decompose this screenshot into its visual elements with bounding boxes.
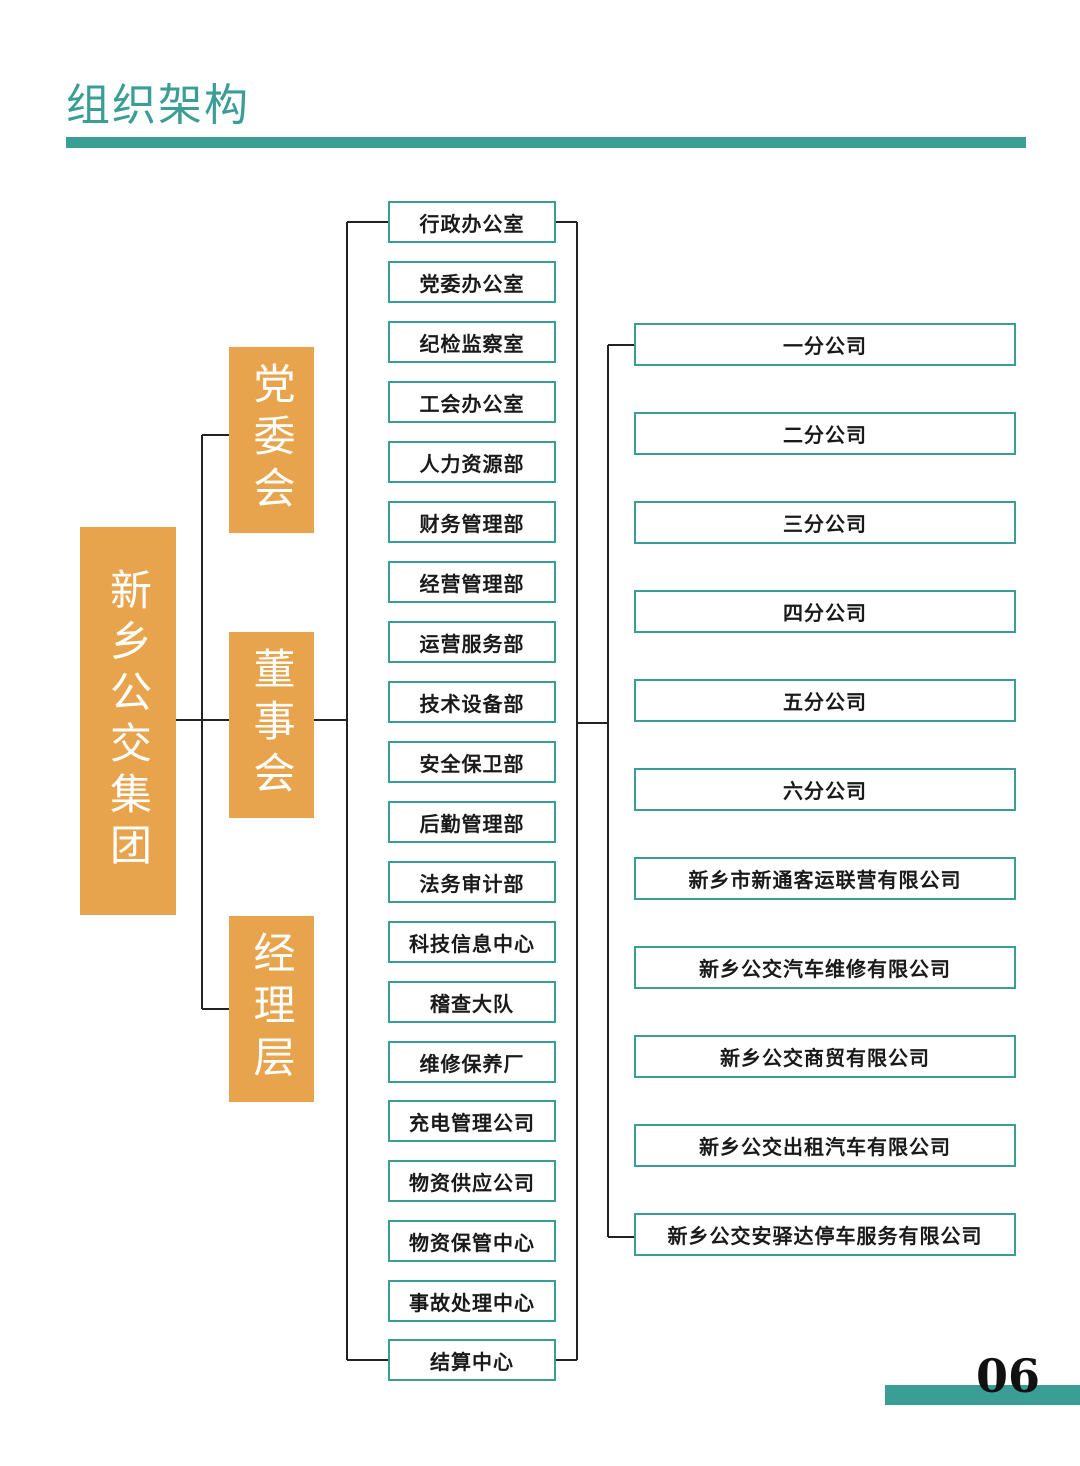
subsidiary-box: 新乡公交出租汽车有限公司 — [634, 1124, 1016, 1167]
department-box: 人力资源部 — [388, 441, 556, 483]
department-box: 行政办公室 — [388, 201, 556, 243]
department-box: 经营管理部 — [388, 561, 556, 603]
department-box: 维修保养厂 — [388, 1041, 556, 1083]
subsidiary-box: 一分公司 — [634, 323, 1016, 366]
department-box: 工会办公室 — [388, 381, 556, 423]
page-title: 组织架构 — [66, 80, 250, 131]
page-number: 06 — [976, 1349, 1041, 1403]
subsidiary-box: 新乡公交安驿达停车服务有限公司 — [634, 1213, 1016, 1256]
department-box: 稽查大队 — [388, 981, 556, 1023]
subsidiary-box: 新乡公交汽车维修有限公司 — [634, 946, 1016, 989]
department-box: 运营服务部 — [388, 621, 556, 663]
subsidiary-box: 新乡市新通客运联营有限公司 — [634, 857, 1016, 900]
subsidiary-box: 五分公司 — [634, 679, 1016, 722]
subsidiary-box: 六分公司 — [634, 768, 1016, 811]
department-box: 安全保卫部 — [388, 741, 556, 783]
root-node-group: 新乡公交集团 — [80, 527, 176, 915]
subsidiary-box: 三分公司 — [634, 501, 1016, 544]
board-of-directors-box: 董事会 — [229, 632, 314, 818]
subsidiary-box: 新乡公交商贸有限公司 — [634, 1035, 1016, 1078]
subsidiary-box: 二分公司 — [634, 412, 1016, 455]
department-box: 事故处理中心 — [388, 1280, 556, 1322]
party-committee-box: 党委会 — [229, 347, 314, 533]
department-box: 法务审计部 — [388, 861, 556, 903]
department-box: 物资保管中心 — [388, 1220, 556, 1262]
management-box: 经理层 — [229, 916, 314, 1102]
department-box: 结算中心 — [388, 1339, 556, 1381]
department-box: 党委办公室 — [388, 261, 556, 303]
footer-accent-bar — [885, 1385, 1080, 1405]
department-box: 技术设备部 — [388, 681, 556, 723]
department-box: 充电管理公司 — [388, 1100, 556, 1142]
department-box: 物资供应公司 — [388, 1160, 556, 1202]
subsidiary-box: 四分公司 — [634, 590, 1016, 633]
title-divider — [66, 137, 1026, 148]
department-box: 后勤管理部 — [388, 801, 556, 843]
department-box: 科技信息中心 — [388, 921, 556, 963]
department-box: 纪检监察室 — [388, 321, 556, 363]
department-box: 财务管理部 — [388, 501, 556, 543]
